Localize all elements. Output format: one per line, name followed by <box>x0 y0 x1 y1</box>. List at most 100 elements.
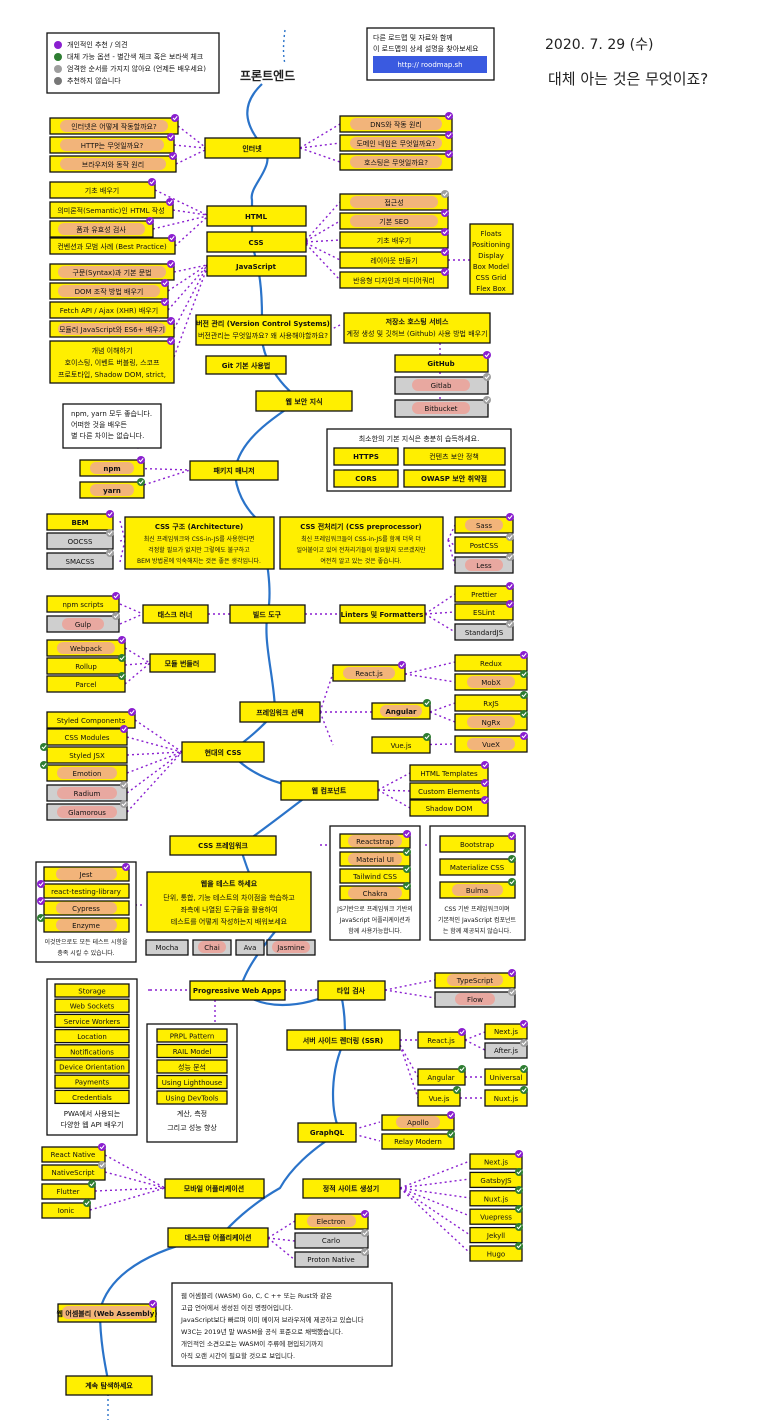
node-eslint[interactable] <box>454 603 514 621</box>
node-universal[interactable] <box>484 1068 528 1086</box>
node-flutter[interactable] <box>41 1183 96 1200</box>
node-npm-scripts[interactable] <box>46 595 120 613</box>
node-parcel[interactable] <box>46 675 126 693</box>
node-best-practices[interactable] <box>49 237 176 255</box>
node-css-architecture[interactable] <box>124 516 275 570</box>
node-ssg-item[interactable] <box>469 1171 523 1189</box>
node-desktop[interactable] <box>167 1227 269 1248</box>
node-pick-framework[interactable] <box>239 701 321 723</box>
node-web-components[interactable] <box>280 780 379 801</box>
node-performance-item[interactable] <box>156 1043 228 1059</box>
node-css-preprocessor[interactable] <box>279 516 444 570</box>
node-materialize[interactable] <box>439 858 516 876</box>
roadmap-link-button[interactable] <box>373 56 487 73</box>
node-web-api-item[interactable] <box>54 1013 130 1029</box>
node-modern-css[interactable] <box>181 741 265 763</box>
node-rollup[interactable] <box>46 657 126 675</box>
node-ava[interactable] <box>235 939 265 956</box>
node-rxjs[interactable] <box>454 694 528 712</box>
node-repo-hosting[interactable] <box>343 312 491 344</box>
node-html-templates[interactable] <box>409 764 489 782</box>
node-task-runners[interactable] <box>142 604 209 624</box>
node-web-api-item[interactable] <box>54 1074 130 1089</box>
node-web-testing[interactable] <box>146 871 312 933</box>
node-nativescript[interactable] <box>41 1164 106 1181</box>
node-web-api-item[interactable] <box>54 983 130 998</box>
node-css[interactable] <box>206 231 307 253</box>
node-nextjs[interactable] <box>484 1023 528 1040</box>
node-web-api-item[interactable] <box>54 1059 130 1074</box>
node-ionic[interactable] <box>41 1202 91 1219</box>
node-styled-components[interactable] <box>46 711 136 729</box>
node-web-api-item[interactable] <box>54 1089 130 1105</box>
node-afterjs[interactable] <box>484 1042 528 1059</box>
node-css-modules[interactable] <box>46 728 128 746</box>
node-module-bundlers[interactable] <box>149 653 216 673</box>
node-tailwind[interactable] <box>339 868 411 884</box>
node-pwa[interactable] <box>189 980 286 1001</box>
node-performance-item[interactable] <box>156 1090 228 1105</box>
node-layouts[interactable] <box>339 251 449 269</box>
node-git[interactable] <box>205 355 287 375</box>
node-type-checkers[interactable] <box>317 980 386 1001</box>
node-internet[interactable] <box>204 137 301 159</box>
node-ssg-item[interactable] <box>469 1190 523 1207</box>
node-bem[interactable] <box>46 513 114 531</box>
node-javascript[interactable] <box>206 255 307 277</box>
node-web-api-item[interactable] <box>54 1044 130 1059</box>
node-web-api-item[interactable] <box>54 998 130 1013</box>
node-owasp[interactable] <box>403 469 506 488</box>
node-semantic-html[interactable] <box>49 201 174 219</box>
node-web-security[interactable] <box>255 390 353 412</box>
node-mocha[interactable] <box>145 939 189 956</box>
node-fetch[interactable] <box>49 301 169 319</box>
node-ssr-angular[interactable] <box>417 1068 466 1086</box>
node-mobile[interactable] <box>164 1178 265 1199</box>
node-js-concepts[interactable] <box>49 340 175 384</box>
node-redux[interactable] <box>454 654 528 672</box>
node-linters[interactable] <box>339 604 426 624</box>
node-shadow-dom[interactable] <box>409 799 489 817</box>
node-relay[interactable] <box>381 1133 455 1150</box>
node-custom-elements[interactable] <box>409 782 489 800</box>
node-rtl[interactable] <box>43 883 130 899</box>
node-styled-jsx[interactable] <box>46 746 128 764</box>
node-cors[interactable] <box>333 469 399 488</box>
node-ssg[interactable] <box>302 1178 401 1199</box>
node-csp[interactable] <box>403 447 506 466</box>
node-package-managers[interactable] <box>189 460 279 481</box>
node-css-frameworks[interactable] <box>169 835 277 856</box>
node-ssg-item[interactable] <box>469 1245 523 1262</box>
node-html[interactable] <box>206 205 307 227</box>
node-ssr-react[interactable] <box>417 1031 466 1049</box>
node-build-tools[interactable] <box>229 604 306 624</box>
node-carlo[interactable] <box>294 1232 369 1249</box>
node-html-basics[interactable] <box>49 181 156 199</box>
node-standardjs[interactable] <box>454 623 514 641</box>
node-responsive[interactable] <box>339 271 449 289</box>
node-smacss[interactable] <box>46 552 114 570</box>
node-css-basics[interactable] <box>339 231 449 249</box>
node-ssg-item[interactable] <box>469 1226 523 1244</box>
node-ssr[interactable] <box>286 1029 401 1051</box>
node-performance-item[interactable] <box>156 1074 228 1090</box>
node-react-native[interactable] <box>41 1146 106 1163</box>
node-https[interactable] <box>333 447 399 466</box>
node-bootstrap[interactable] <box>439 835 516 853</box>
node-graphql[interactable] <box>297 1122 357 1143</box>
node-proton[interactable] <box>294 1251 369 1268</box>
node-keep-learning[interactable] <box>65 1375 153 1396</box>
node-nuxtjs[interactable] <box>484 1089 528 1107</box>
node-ssg-item[interactable] <box>469 1153 523 1170</box>
node-prettier[interactable] <box>454 585 514 603</box>
node-performance-item[interactable] <box>156 1028 228 1043</box>
node-performance-item[interactable] <box>156 1059 228 1074</box>
node-web-api-item[interactable] <box>54 1028 130 1044</box>
node-ssg-item[interactable] <box>469 1208 523 1225</box>
node-ssr-vue[interactable] <box>417 1089 461 1107</box>
node-postcss[interactable] <box>454 536 514 554</box>
node-github[interactable] <box>394 354 489 373</box>
node-vcs[interactable] <box>195 314 332 346</box>
node-vue[interactable] <box>371 736 431 754</box>
node-oocss[interactable] <box>46 532 114 550</box>
